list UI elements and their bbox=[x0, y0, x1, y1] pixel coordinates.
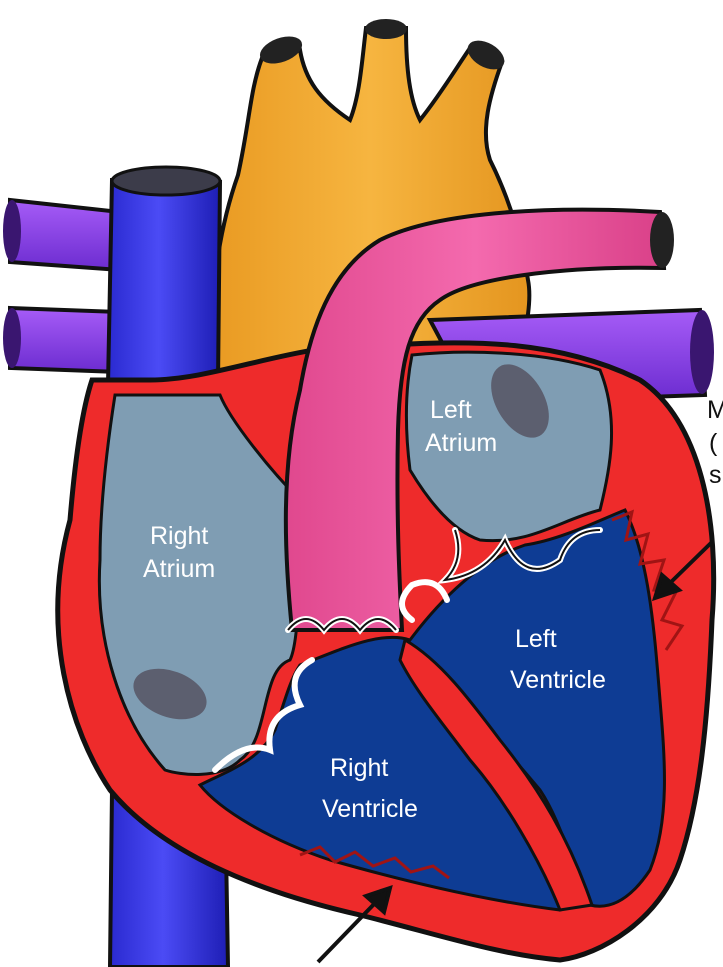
svg-text:Left: Left bbox=[430, 396, 472, 424]
pulmonary-vein-lower-left bbox=[10, 308, 120, 372]
svg-text:(: ( bbox=[709, 429, 718, 457]
svg-text:Right: Right bbox=[330, 754, 388, 782]
svg-text:Atrium: Atrium bbox=[425, 429, 497, 457]
superior-vena-cava bbox=[108, 167, 220, 385]
pulmonary-vein-opening-ul bbox=[3, 200, 21, 262]
aorta-branch-opening-2 bbox=[365, 19, 407, 39]
svg-text:Atrium: Atrium bbox=[143, 555, 215, 583]
svg-text:Left: Left bbox=[515, 625, 557, 653]
svg-text:s: s bbox=[709, 461, 722, 489]
svg-text:M: M bbox=[707, 396, 723, 424]
cropped-edge-label: M ( s bbox=[707, 396, 723, 489]
pulmonary-vein-opening-r bbox=[690, 310, 714, 394]
svg-text:Ventricle: Ventricle bbox=[510, 666, 606, 694]
svg-text:Ventricle: Ventricle bbox=[322, 795, 418, 823]
pulmonary-vein-opening-ll bbox=[3, 308, 21, 368]
pulmonary-vein-upper-left bbox=[10, 200, 120, 270]
svg-text:Right: Right bbox=[150, 522, 208, 550]
